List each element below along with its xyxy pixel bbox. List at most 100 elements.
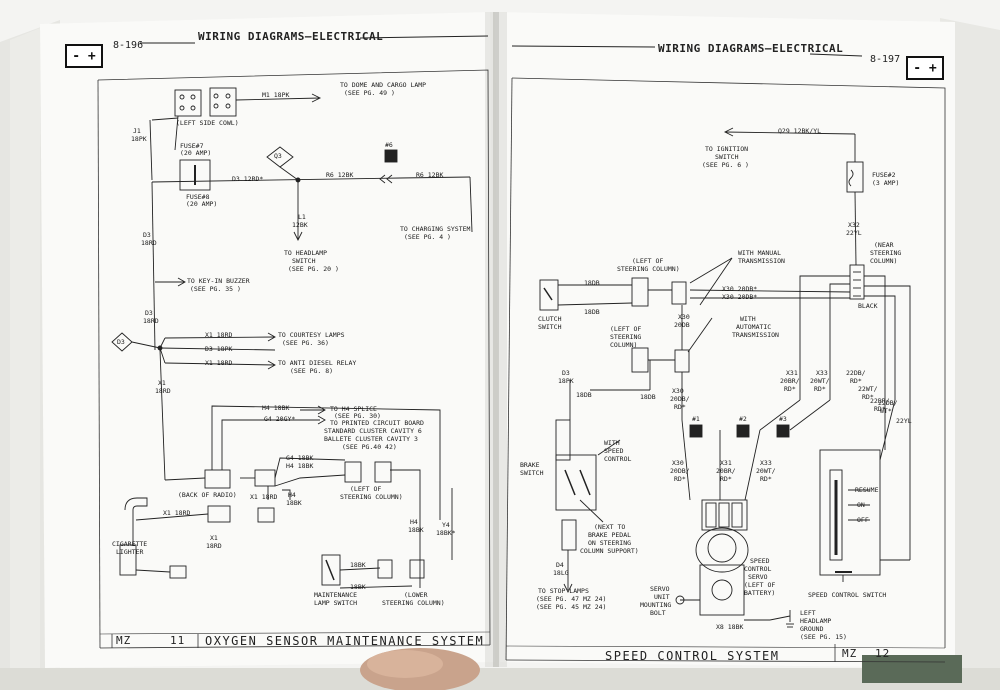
label-with-speed: WITH xyxy=(604,439,620,447)
label-g4-20gy: G4 20GY* xyxy=(264,415,296,423)
label-with-speed2: SPEED xyxy=(604,447,624,455)
right-footer-title: SPEED CONTROL SYSTEM xyxy=(605,649,780,663)
right-page-header: WIRING DIAGRAMS—ELECTRICAL xyxy=(658,42,844,55)
label-brake: BRAKE xyxy=(520,461,540,469)
label-x1-left-g: 18RD xyxy=(155,387,171,395)
label-r6-a: R6 12BK xyxy=(326,171,354,179)
label-speed-servo5: BATTERY) xyxy=(744,589,776,597)
label-x1-18rd-c: X1 18RD xyxy=(250,493,278,501)
label-dome-pg: (SEE PG. 49 ) xyxy=(344,89,395,97)
label-j1: J1 xyxy=(133,127,141,135)
label-next-brake: (NEXT TO xyxy=(594,523,626,531)
label-keyin: TO KEY-IN BUZZER xyxy=(187,277,250,285)
label-x1-left: X1 xyxy=(158,379,166,387)
label-headlamp2: SWITCH xyxy=(292,257,316,265)
label-r22brrd: 22BR/ xyxy=(870,397,890,405)
label-x30-a: X30 20DB* xyxy=(722,285,758,293)
label-courtesy: TO COURTESY LAMPS xyxy=(278,331,345,339)
right-page-number: 8-197 xyxy=(870,54,901,65)
label-d3-12rd: D3 12RD* xyxy=(232,175,264,183)
label-speed-servo: SPEED xyxy=(750,557,770,565)
label-left-steer-b: (LEFT OF xyxy=(610,325,642,333)
label-manual2: TRANSMISSION xyxy=(738,257,785,265)
label-antidiesel-pg: (SEE PG. 8) xyxy=(290,367,334,375)
label-n1: #1 xyxy=(692,415,700,423)
label-x1-18rd-a: X1 18RD xyxy=(205,331,233,339)
label-ign2: SWITCH xyxy=(715,153,739,161)
label-d4: D4 xyxy=(556,561,564,569)
label-d3-b: D3 xyxy=(145,309,153,317)
label-x1-18rd-e-g: 18RD xyxy=(206,542,222,550)
label-r22brrd2: RD* xyxy=(874,405,886,413)
label-h4-b-g: 18BK xyxy=(408,526,424,534)
label-x30-d-g: 20DB/ xyxy=(670,395,690,403)
label-db18a: 18DB xyxy=(584,279,600,287)
label-sc-switch: SPEED CONTROL SWITCH xyxy=(808,591,887,599)
label-antidiesel: TO ANTI DIESEL RELAY xyxy=(278,359,357,367)
label-r22dbrd: 22DB/ xyxy=(846,369,866,377)
label-near-steer2: STEERING xyxy=(870,249,902,257)
left-footer-model: MZ xyxy=(116,634,132,647)
label-charging: TO CHARGING SYSTEM xyxy=(400,225,471,233)
label-ballete: BALLETE CLUSTER CAVITY 3 xyxy=(324,435,418,443)
label-x31-e-g: 20BR/ xyxy=(716,467,736,475)
label-with-speed3: CONTROL xyxy=(604,455,632,463)
label-x31-g: 20BR/ xyxy=(780,377,800,385)
label-resume: RESUME xyxy=(855,486,879,494)
label-r22wtrd2: RD* xyxy=(862,393,874,401)
label-x31-g2: RD* xyxy=(784,385,796,393)
label-r22db: 22DB/ xyxy=(878,399,898,407)
label-x32-g: 22YL xyxy=(846,229,862,237)
label-left-hl3: GROUND xyxy=(800,625,824,633)
label-servo-unit4: BOLT xyxy=(650,609,666,617)
label-n6: #6 xyxy=(385,141,393,149)
label-headlamp-pg: (SEE PG. 20 ) xyxy=(288,265,339,273)
label-bk18b: 18BK xyxy=(350,583,366,591)
label-left-steer2: STEERING COLUMN) xyxy=(340,493,403,501)
label-x30-e: X30 xyxy=(672,459,684,467)
label-speed-servo3: SERVO xyxy=(748,573,768,581)
label-left-hl: LEFT xyxy=(800,609,816,617)
label-x33-g: 20WT/ xyxy=(810,377,830,385)
label-fuse7: FUSE#7 xyxy=(180,142,204,150)
label-speed-servo2: CONTROL xyxy=(744,565,772,573)
label-fuse7-amp: (20 AMP) xyxy=(180,149,212,157)
label-d4-g: 18LG xyxy=(553,569,569,577)
label-x1-18rd-b: X1 18RD xyxy=(205,359,233,367)
label-on: ON xyxy=(857,501,865,509)
label-r22dbrd2: RD* xyxy=(850,377,862,385)
label-h4-18bk-b: H4 18BK xyxy=(286,462,314,470)
label-stop: TO STOP LAMPS xyxy=(538,587,589,595)
label-lower-steer2: STEERING COLUMN) xyxy=(382,599,445,607)
label-d3-g: 18PK xyxy=(558,377,574,385)
label-x33-e: X33 xyxy=(760,459,772,467)
right-footer-num: 12 xyxy=(875,647,891,660)
label-near-steer3: COLUMN) xyxy=(870,257,898,265)
label-x33-g2: RD* xyxy=(814,385,826,393)
label-stop-pg2: (SEE PG. 45 MZ 24) xyxy=(536,603,607,611)
label-n3: #3 xyxy=(779,415,787,423)
label-clutch: CLUTCH xyxy=(538,315,562,323)
left-page-number: 8-196 xyxy=(113,40,144,51)
label-x32: X32 xyxy=(848,221,860,229)
label-n2: #2 xyxy=(739,415,747,423)
label-x30-e-g: 20DB/ xyxy=(670,467,690,475)
label-q29: Q29 12BK/YL xyxy=(778,127,822,135)
label-lower-steer: (LOWER xyxy=(404,591,428,599)
label-fuse2-amp: (3 AMP) xyxy=(872,179,900,187)
label-ign-pg: (SEE PG. 6 ) xyxy=(702,161,749,169)
label-auto2: AUTOMATIC xyxy=(736,323,772,331)
left-page-header: WIRING DIAGRAMS—ELECTRICAL xyxy=(198,30,384,43)
label-x33-e-g2: RD* xyxy=(760,475,772,483)
label-standard: STANDARD CLUSTER CAVITY 6 xyxy=(324,427,422,435)
label-x30-d-g2: RD* xyxy=(674,403,686,411)
label-off: OFF xyxy=(857,516,869,524)
label-servo-unit2: UNIT xyxy=(654,593,670,601)
label-h4-right-g: 18BK xyxy=(286,499,302,507)
label-d3: D3 xyxy=(562,369,570,377)
label-maint2: LAMP SWITCH xyxy=(314,599,358,607)
label-h4-splice: TO H4 SPLICE xyxy=(330,405,377,413)
label-fuse8-amp: (20 AMP) xyxy=(186,200,218,208)
